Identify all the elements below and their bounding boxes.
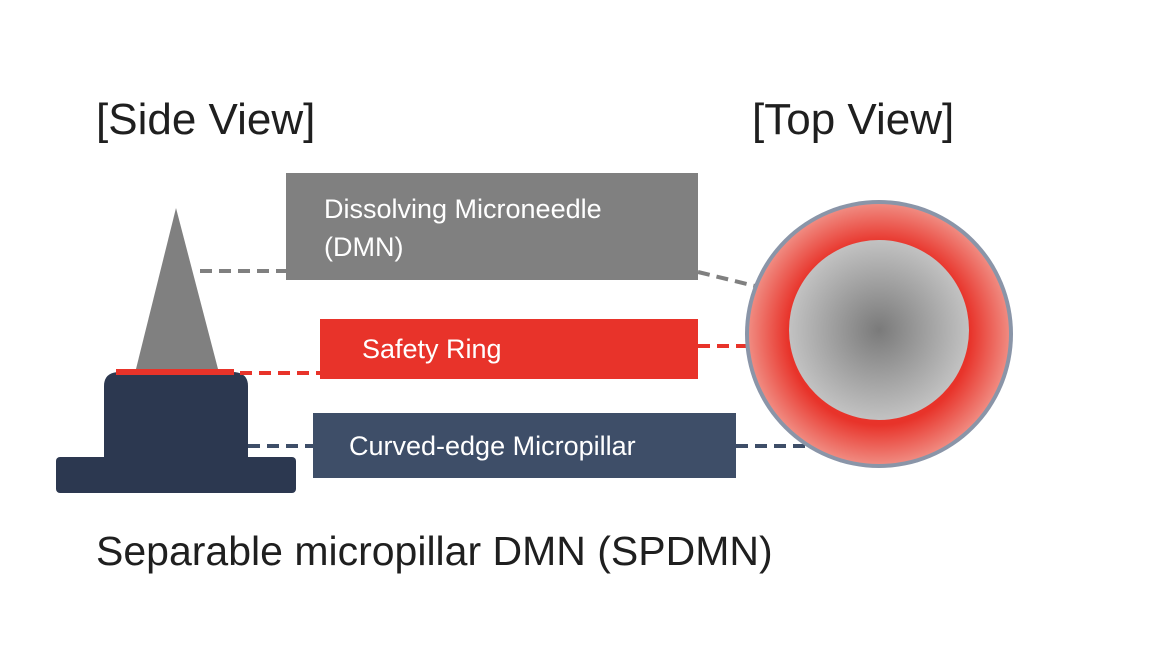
dmn-label-line2: (DMN) (324, 232, 404, 262)
safety-ring-side (116, 369, 234, 375)
side-view-title: [Side View] (96, 95, 316, 144)
safety-ring-label: Safety Ring (362, 334, 502, 364)
dmn-label-line1: Dissolving Microneedle (324, 194, 602, 224)
microneedle-top (789, 240, 969, 420)
safety-ring-label-box: Safety Ring (320, 319, 698, 379)
base-plate (56, 457, 296, 493)
dmn-label-box: Dissolving Microneedle (DMN) (286, 173, 698, 280)
micropillar-label: Curved-edge Micropillar (349, 431, 636, 461)
diagram-caption: Separable micropillar DMN (SPDMN) (96, 528, 773, 574)
micropillar-side (104, 372, 248, 457)
micropillar-label-box: Curved-edge Micropillar (313, 413, 736, 478)
microneedle-side (136, 208, 218, 369)
top-view-title: [Top View] (752, 95, 955, 144)
